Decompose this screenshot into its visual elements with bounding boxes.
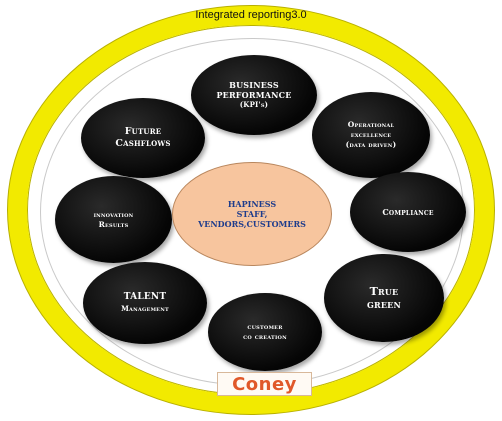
node-talent-management: TALENT Management: [83, 262, 207, 344]
node-true-green: True green: [324, 254, 444, 342]
node-line: co creation: [243, 332, 287, 341]
node-line: BUSINESS: [229, 80, 279, 90]
node-line: PERFORMANCE: [216, 90, 292, 100]
node-line: (data driven): [345, 140, 397, 149]
node-line: (KPI's): [239, 100, 269, 109]
node-line: Results: [98, 219, 129, 229]
node-line: TALENT: [123, 292, 167, 302]
center-ellipse-happiness: HAPINESS STAFF, VENDORS,CUSTOMERS: [172, 162, 332, 266]
node-innovation-results: innovation Results: [55, 176, 172, 263]
node-line: True: [369, 285, 399, 298]
node-line: Compliance: [382, 207, 434, 217]
diagram-title: Integrated reporting3.0: [195, 9, 307, 21]
center-line: HAPINESS: [227, 199, 277, 209]
logo-text: Coney: [232, 373, 297, 395]
center-line: VENDORS,CUSTOMERS: [198, 219, 306, 229]
node-line: Cashflows: [115, 138, 171, 149]
node-line: innovation: [93, 209, 134, 219]
node-line: excellence: [350, 130, 392, 139]
node-customer-co-creation: customer co creation: [208, 293, 322, 371]
node-future-cashflows: Future Cashflows: [81, 98, 205, 178]
node-line: Future: [124, 126, 162, 137]
node-operational-excellence: Operational excellence (data driven): [312, 92, 430, 178]
node-line: Operational: [347, 120, 395, 129]
node-line: Management: [121, 304, 169, 313]
node-compliance: Compliance: [350, 172, 466, 252]
node-line: green: [367, 298, 401, 311]
node-line: customer: [247, 322, 283, 331]
center-line: STAFF,: [236, 209, 268, 219]
coney-logo: Coney: [217, 372, 312, 396]
node-business-performance: BUSINESS PERFORMANCE (KPI's): [191, 55, 317, 135]
